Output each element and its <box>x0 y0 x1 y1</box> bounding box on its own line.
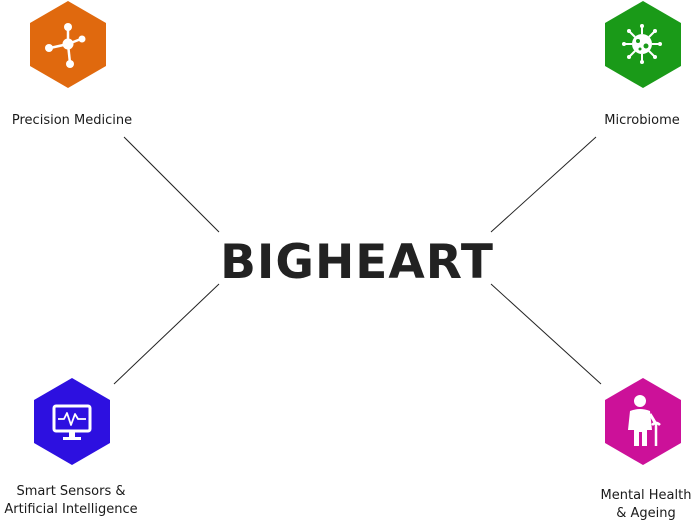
precision-medicine-label: Precision Medicine <box>11 113 133 128</box>
smart-sensors-label: Smart Sensors & Artificial Intelligence <box>0 483 142 519</box>
smart-sensors-label-line2: Artificial Intelligence <box>4 502 138 517</box>
smart-sensors-node <box>34 378 110 465</box>
elderly-person-cane-icon <box>628 395 661 446</box>
virus-icon <box>622 24 662 64</box>
monitor-heartbeat-icon <box>52 404 92 440</box>
connector-precision-medicine <box>123 136 220 233</box>
microbiome-label: Microbiome <box>604 113 680 128</box>
connector-mental-health <box>490 283 602 385</box>
mental-health-label: Mental Health & Ageing <box>592 487 694 523</box>
smart-sensors-label-line1: Smart Sensors & <box>16 484 126 499</box>
network-molecule-icon <box>45 23 86 68</box>
connector-microbiome <box>490 136 597 233</box>
mental-health-node <box>605 378 681 465</box>
mental-health-label-line1: Mental Health <box>600 488 692 503</box>
microbiome-node <box>605 1 681 88</box>
precision-medicine-node <box>30 1 106 88</box>
connector-smart-sensors <box>113 283 220 385</box>
connector-lines <box>113 136 602 385</box>
mental-health-label-line2: & Ageing <box>616 506 676 521</box>
center-title: BIGHEART <box>220 235 494 290</box>
